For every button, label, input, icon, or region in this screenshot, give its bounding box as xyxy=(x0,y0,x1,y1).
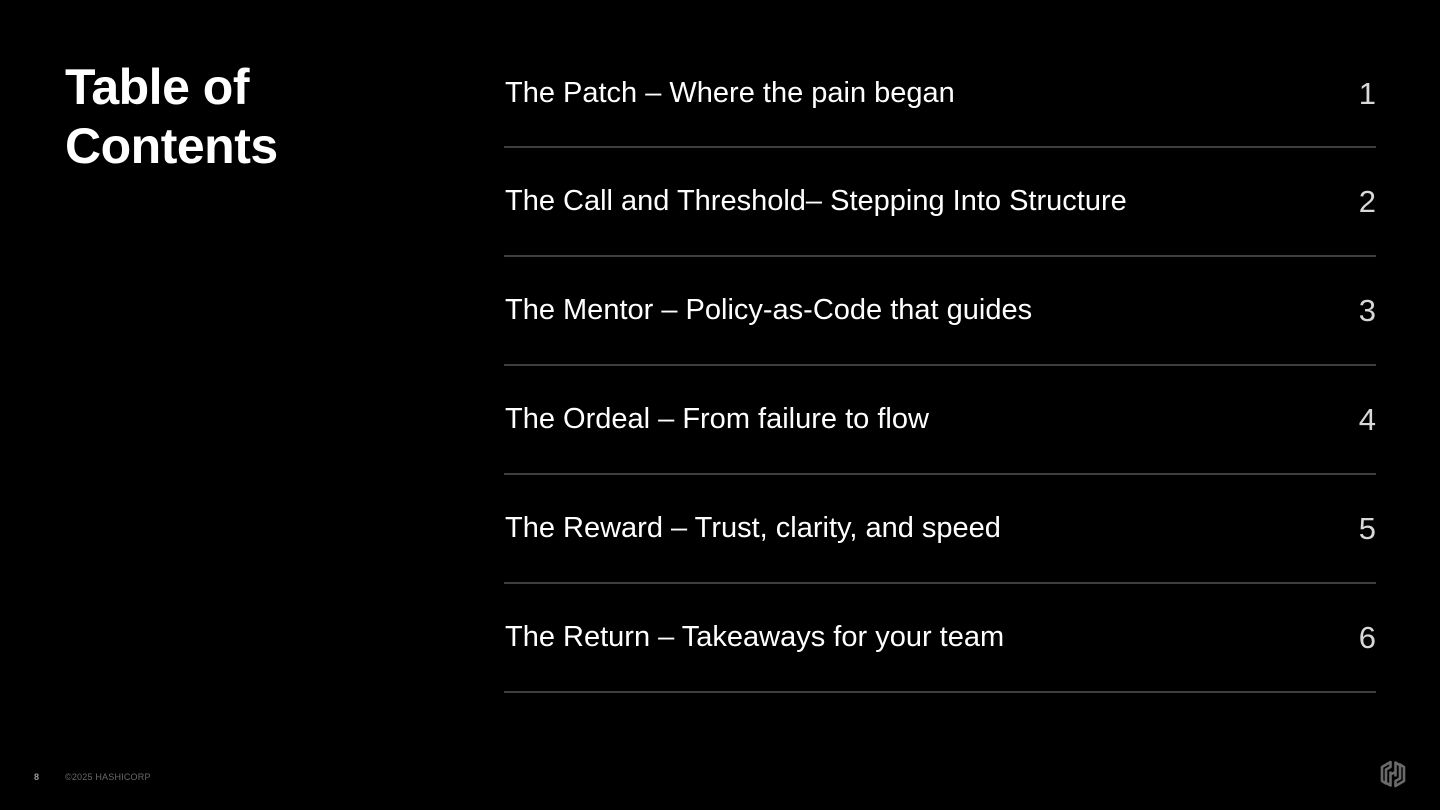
table-of-contents: The Patch – Where the pain began 1 The C… xyxy=(504,40,1376,693)
toc-item: The Ordeal – From failure to flow 4 xyxy=(504,366,1376,475)
toc-item: The Call and Threshold– Stepping Into St… xyxy=(504,148,1376,257)
toc-item-label: The Ordeal – From failure to flow xyxy=(505,403,929,435)
toc-item: The Return – Takeaways for your team 6 xyxy=(504,584,1376,693)
toc-item: The Reward – Trust, clarity, and speed 5 xyxy=(504,475,1376,584)
copyright-notice: ©2025 HASHICORP xyxy=(65,772,151,782)
toc-item-label: The Patch – Where the pain began xyxy=(505,77,955,109)
toc-item-label: The Call and Threshold– Stepping Into St… xyxy=(505,185,1127,217)
toc-item-number: 3 xyxy=(1358,293,1376,328)
toc-item-number: 4 xyxy=(1358,402,1376,437)
toc-item-label: The Reward – Trust, clarity, and speed xyxy=(505,512,1001,544)
toc-item-label: The Mentor – Policy-as-Code that guides xyxy=(505,294,1033,326)
toc-item: The Mentor – Policy-as-Code that guides … xyxy=(504,257,1376,366)
toc-item-number: 6 xyxy=(1358,620,1376,655)
slide-page-number: 8 xyxy=(34,772,40,782)
toc-item-number: 5 xyxy=(1358,511,1376,546)
page-title: Table of Contents xyxy=(65,59,278,174)
toc-item-number: 2 xyxy=(1358,184,1376,219)
hashicorp-logo-icon xyxy=(1380,760,1406,788)
toc-item: The Patch – Where the pain began 1 xyxy=(504,40,1376,148)
toc-item-number: 1 xyxy=(1358,76,1376,111)
toc-item-label: The Return – Takeaways for your team xyxy=(505,621,1005,653)
